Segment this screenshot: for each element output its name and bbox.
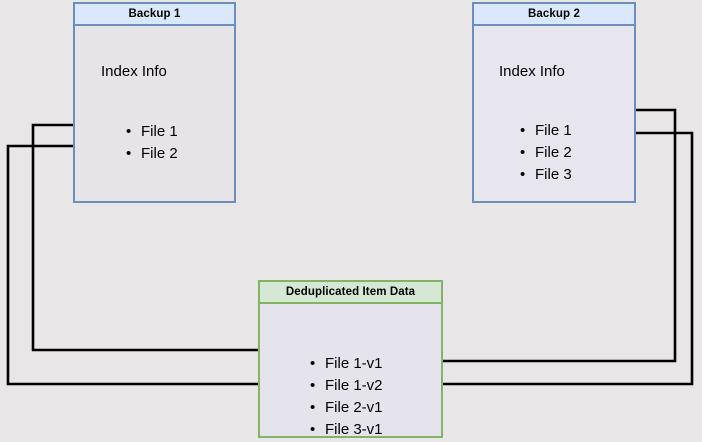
backup-2-body: Index Info File 1 File 2 File 3: [474, 26, 634, 201]
deduplicated-file-list: File 1-v1 File 1-v2 File 2-v1 File 3-v1: [308, 353, 383, 441]
list-item: File 1: [124, 121, 178, 143]
list-item: File 3: [518, 164, 572, 186]
backup-1-header: Backup 1: [75, 4, 234, 26]
backup-2-index-info-label: Index Info: [499, 63, 565, 80]
backup-1-body: Index Info File 1 File 2: [75, 26, 234, 201]
deduplicated-item-data-body: File 1-v1 File 1-v2 File 2-v1 File 3-v1: [260, 304, 441, 441]
backup-1-index-info-label: Index Info: [101, 63, 167, 80]
deduplicated-item-data-box[interactable]: Deduplicated Item Data File 1-v1 File 1-…: [258, 280, 443, 441]
backup-2-file-list: File 1 File 2 File 3: [518, 120, 572, 186]
list-item: File 1-v1: [308, 353, 383, 375]
list-item: File 3-v1: [308, 419, 383, 441]
list-item: File 1-v2: [308, 375, 383, 397]
list-item: File 1: [518, 120, 572, 142]
backup-2-box[interactable]: Backup 2 Index Info File 1 File 2 File 3: [472, 2, 636, 203]
backup-1-file-list: File 1 File 2: [124, 121, 178, 165]
list-item: File 2: [124, 143, 178, 165]
list-item: File 2: [518, 142, 572, 164]
deduplicated-item-data-header: Deduplicated Item Data: [260, 282, 441, 304]
list-item: File 2-v1: [308, 397, 383, 419]
backup-1-box[interactable]: Backup 1 Index Info File 1 File 2: [73, 2, 236, 203]
backup-2-header: Backup 2: [474, 4, 634, 26]
